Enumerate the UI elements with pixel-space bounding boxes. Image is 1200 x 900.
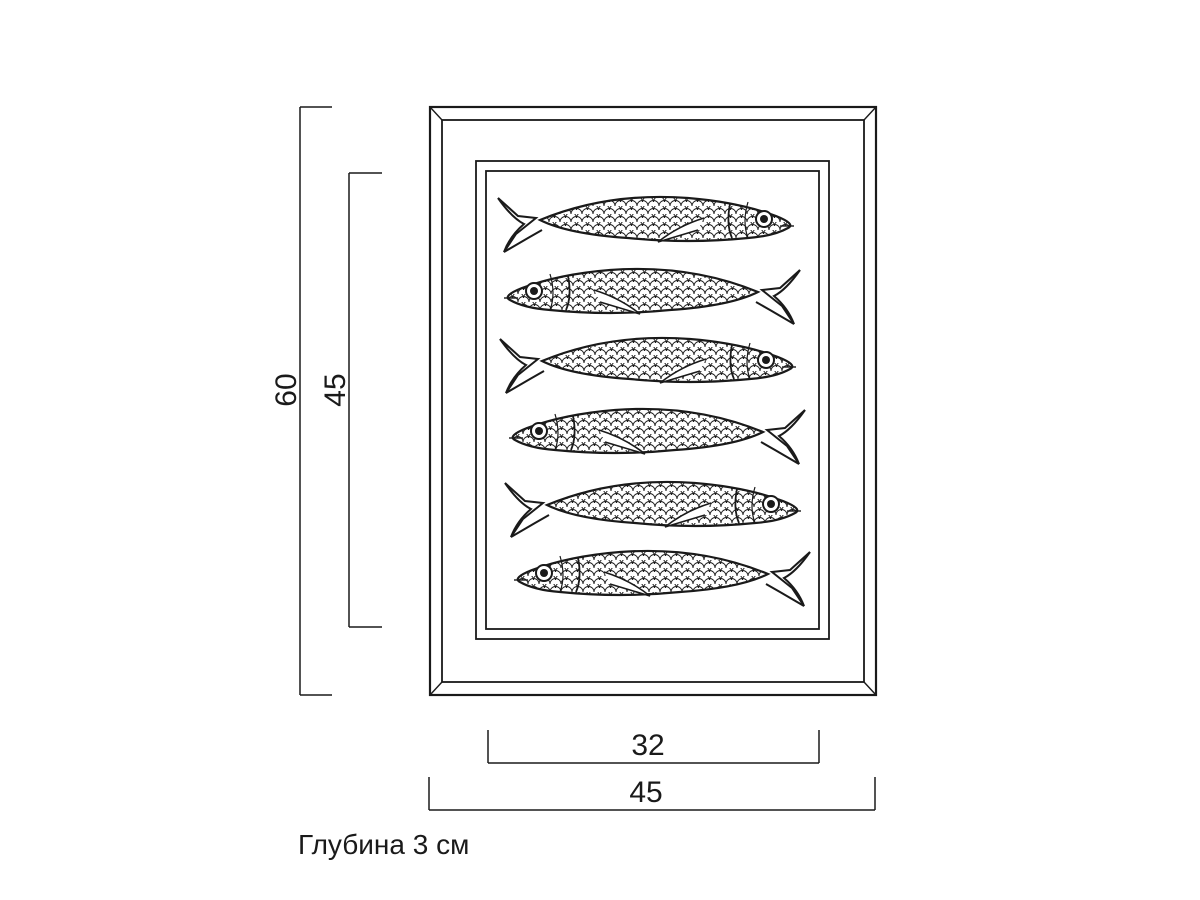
dimension-outer-width: 45: [428, 776, 876, 811]
outer-width-label: 45: [629, 776, 662, 809]
fish-4: [509, 409, 805, 464]
dimension-outer-height: 60: [270, 106, 332, 696]
fish-2: [504, 269, 800, 324]
dimension-inner-height: 45: [319, 172, 382, 628]
fish-6: [514, 551, 810, 606]
inner-width-label: 32: [631, 729, 664, 762]
depth-caption: Глубина 3 см: [298, 829, 470, 860]
sardines-artwork: [496, 195, 810, 606]
picture-frame: [428, 105, 878, 697]
fish-3: [498, 336, 798, 395]
outer-height-label: 60: [270, 373, 303, 406]
passepartout: [475, 160, 830, 640]
dimension-inner-width: 32: [487, 729, 820, 764]
fish-1: [496, 195, 796, 254]
fish-5: [503, 480, 803, 539]
inner-height-label: 45: [319, 373, 352, 406]
